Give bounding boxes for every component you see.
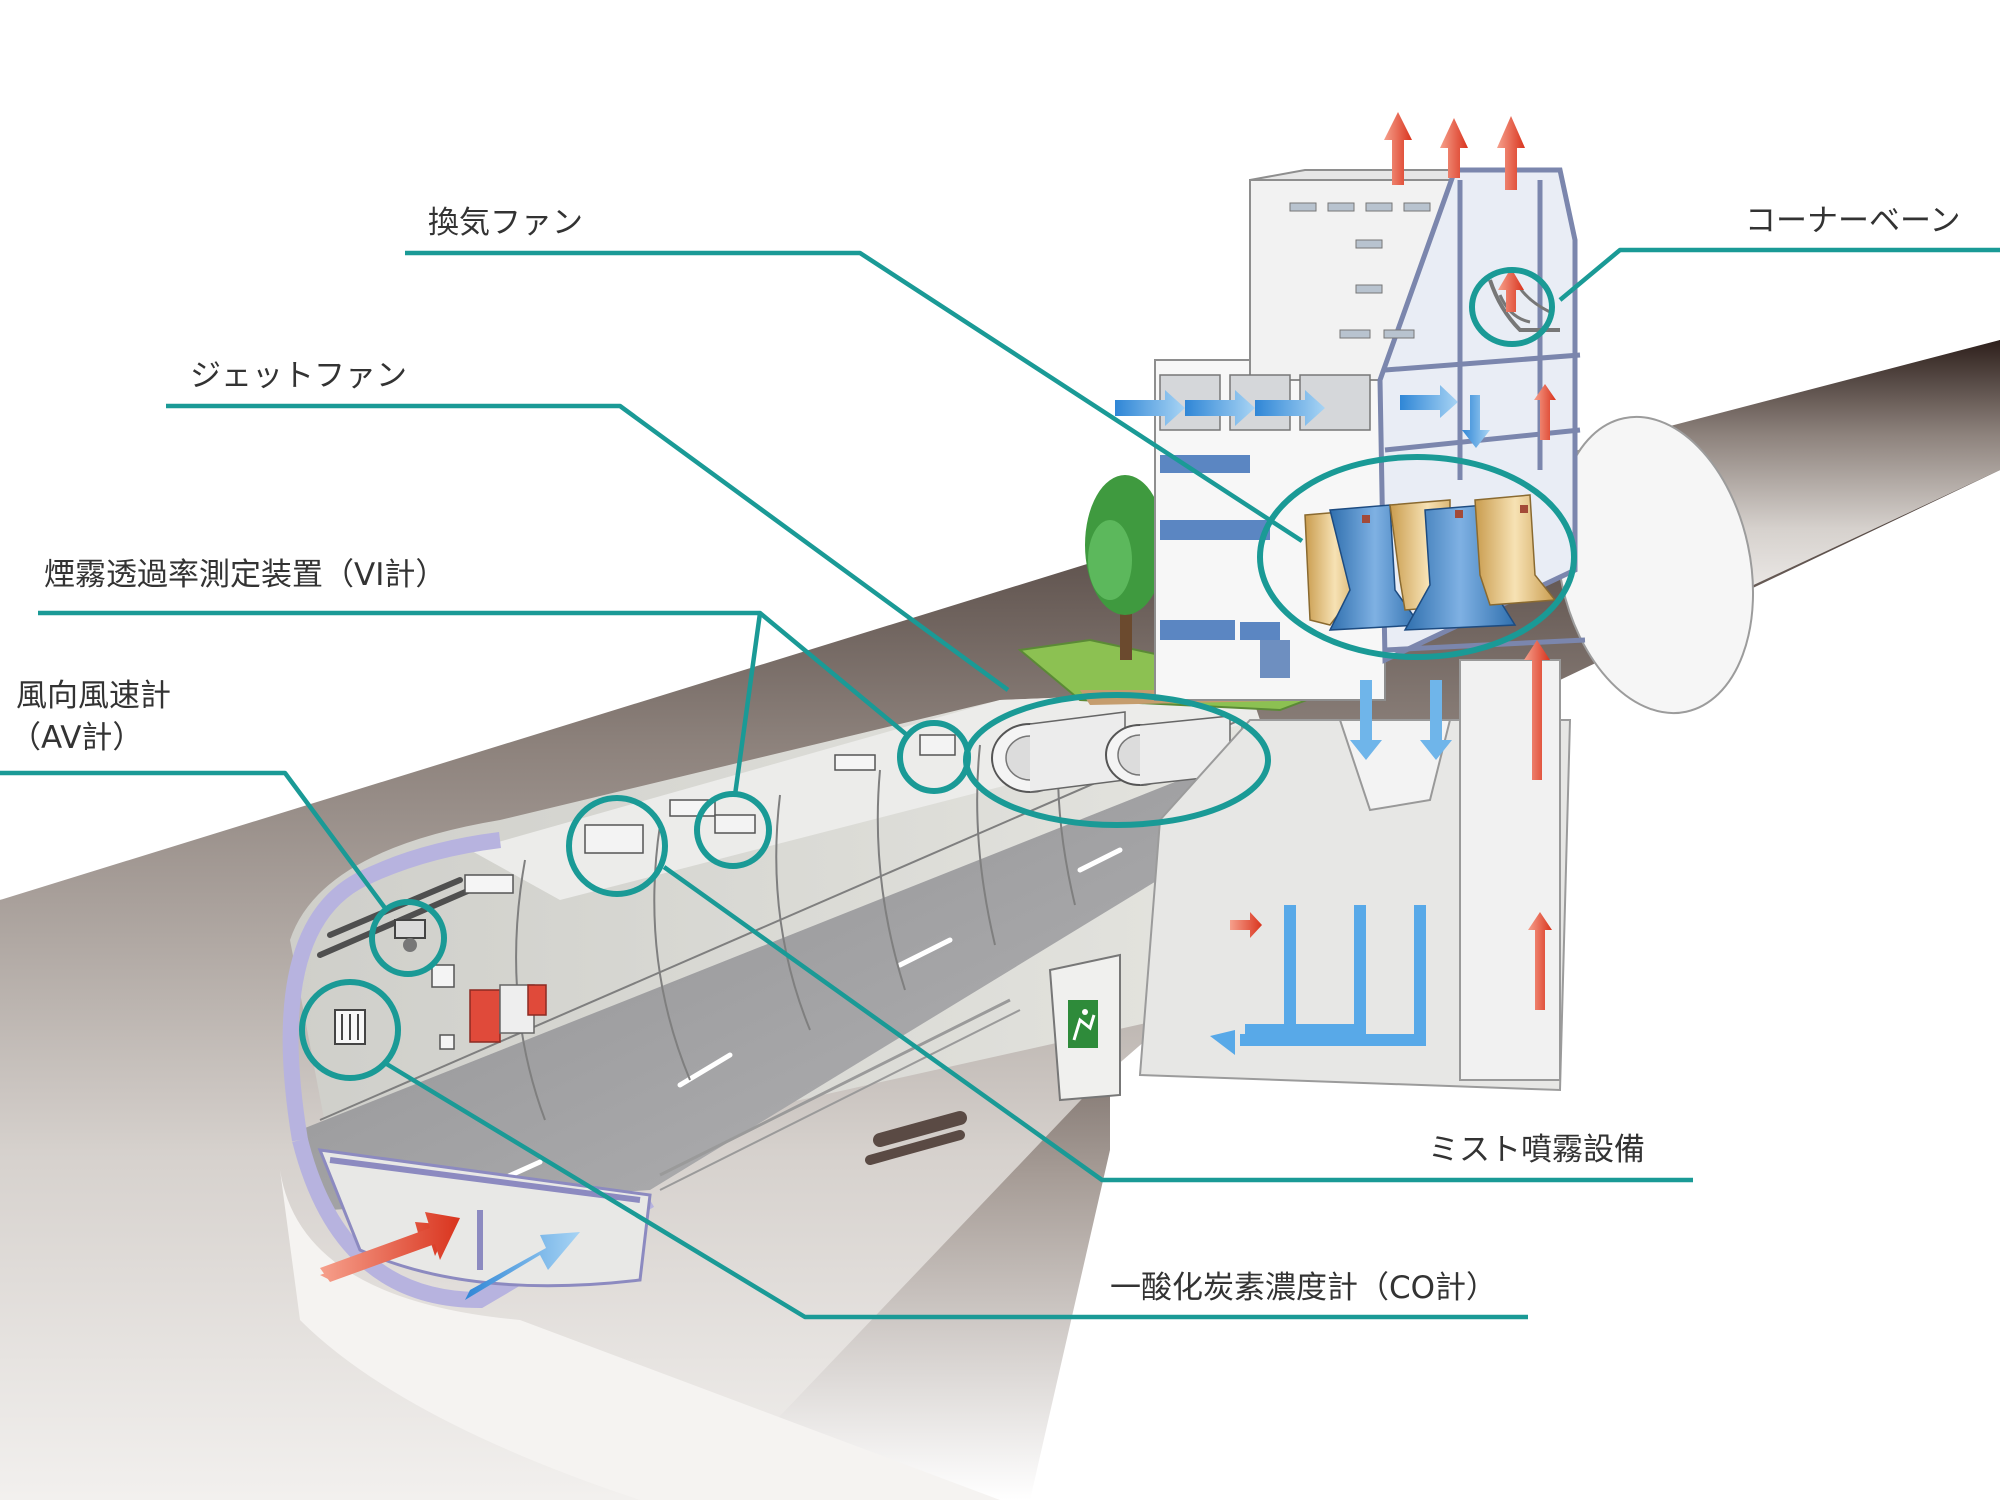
label-mist-spray: ミスト噴霧設備 xyxy=(1428,1132,1645,1168)
label-corner-vane: コーナーベーン xyxy=(1745,203,1960,239)
av-meter-ring xyxy=(369,899,447,977)
vi-meter-ring-1 xyxy=(897,720,971,794)
ventilation-building xyxy=(1017,112,1586,1092)
leader-vi-meter xyxy=(38,610,909,796)
label-co-meter: 一酸化炭素濃度計（CO計） xyxy=(1110,1270,1497,1306)
labels: 換気ファン ジェットファン 煙霧透過率測定装置（VI計） 風向風速計 （AV計）… xyxy=(10,203,1960,1306)
tunnel-interior xyxy=(282,690,1260,1309)
emergency-exit-sign-icon xyxy=(1068,1000,1098,1048)
leader-av-meter xyxy=(0,770,387,910)
leader-co-meter xyxy=(383,1061,1528,1320)
jet-fan-units xyxy=(991,711,1231,793)
ventilation-fan-units xyxy=(1304,494,1557,631)
leader-lines xyxy=(0,247,2000,1320)
label-ventilation-fan: 換気ファン xyxy=(428,205,583,241)
leader-mist-spray xyxy=(662,865,1693,1183)
mist-spray-ring xyxy=(566,795,668,897)
label-av-meter-1: 風向風速計 xyxy=(16,678,171,714)
label-av-meter-2: （AV計） xyxy=(10,720,143,756)
co-meter-ring xyxy=(299,979,401,1081)
corner-vane-ring xyxy=(1469,267,1555,347)
highlight-rings xyxy=(299,267,1577,1081)
label-jet-fan: ジェットファン xyxy=(190,358,407,394)
tree xyxy=(1085,475,1165,660)
leader-ventilation-fan xyxy=(405,250,1304,543)
airflow-arrow-icon xyxy=(320,1212,580,1300)
leader-corner-vane xyxy=(1558,247,2000,302)
label-vi-meter: 煙霧透過率測定装置（VI計） xyxy=(44,557,446,593)
leader-jet-fan xyxy=(166,403,1010,692)
ventilation-fan-ring xyxy=(1257,454,1577,660)
